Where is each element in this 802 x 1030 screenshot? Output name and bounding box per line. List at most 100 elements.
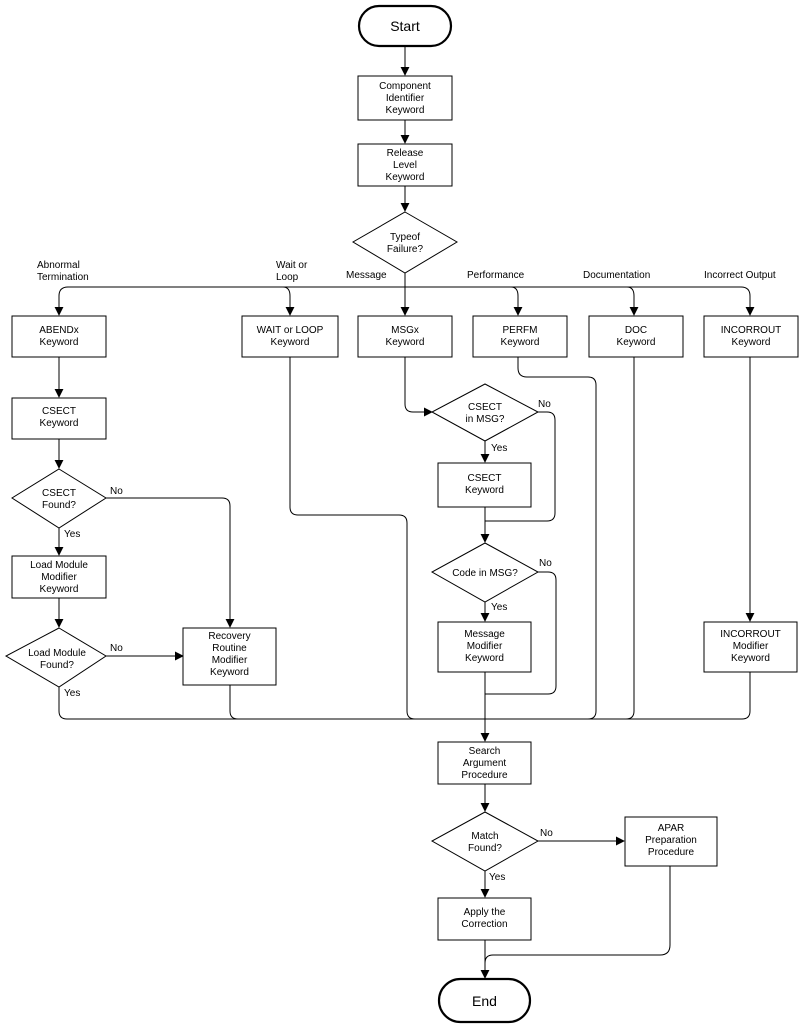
apar-line-3: Procedure xyxy=(648,847,695,858)
apar-line-2: Preparation xyxy=(645,835,697,846)
branch-labels: Abnormal Termination Wait or Loop Messag… xyxy=(37,260,776,283)
csect-mid-line-1: CSECT xyxy=(468,473,502,484)
start-label: Start xyxy=(390,18,420,34)
branch-performance: Performance xyxy=(467,270,525,281)
branch-incorrect-output: Incorrect Output xyxy=(704,270,776,281)
type-failure-line-2: Failure? xyxy=(387,244,424,255)
load-module-found-decision: Load Module Found? xyxy=(4,627,107,688)
code-in-msg-decision: Code in MSG? xyxy=(430,542,540,603)
match-found-line-2: Found? xyxy=(468,843,502,854)
match-found-line-1: Match xyxy=(471,831,498,842)
apar-preparation-box: APAR Preparation Procedure xyxy=(624,816,718,867)
match-found-decision: Match Found? xyxy=(430,811,540,872)
start-terminal: Start xyxy=(357,4,453,48)
csect-in-msg-no: No xyxy=(538,399,551,410)
message-modifier-box: Message Modifier Keyword xyxy=(437,621,532,673)
message-mod-line-2: Modifier xyxy=(467,641,503,652)
search-line-2: Argument xyxy=(463,758,507,769)
loadmodule-found-yes: Yes xyxy=(64,688,80,699)
waitloop-keyword-box: WAIT or LOOP Keyword xyxy=(241,315,339,358)
apply-correction-box: Apply the Correction xyxy=(437,897,532,941)
msgx-line-1: MSGx xyxy=(391,325,419,336)
incorrout-line-1: INCORROUT xyxy=(721,325,782,336)
csect-in-msg-yes: Yes xyxy=(491,443,507,454)
code-in-msg-no: No xyxy=(539,558,552,569)
release-line-3: Keyword xyxy=(386,172,425,183)
release-line-2: Level xyxy=(393,160,417,171)
csect-found-decision: CSECT Found? xyxy=(11,468,107,529)
loadmodule-line-3: Keyword xyxy=(40,584,79,595)
doc-line-1: DOC xyxy=(625,325,647,336)
apply-line-2: Correction xyxy=(461,919,507,930)
type-of-failure-decision: Typeof Failure? xyxy=(352,211,458,274)
perfm-line-2: Keyword xyxy=(501,337,540,348)
apar-line-1: APAR xyxy=(658,823,685,834)
csect-found-yes: Yes xyxy=(64,529,80,540)
branch-waitloop-line-2: Loop xyxy=(276,272,299,283)
incorrout-keyword-box: INCORROUT Keyword xyxy=(703,315,799,358)
code-in-msg-line-1: Code in MSG? xyxy=(452,568,518,579)
csect-keyword-box-middle: CSECT Keyword xyxy=(437,462,532,508)
loadmodule-found-no: No xyxy=(110,643,123,654)
component-line-2: Identifier xyxy=(386,93,425,104)
component-line-3: Keyword xyxy=(386,105,425,116)
release-level-box: Release Level Keyword xyxy=(357,143,453,187)
csect-found-no: No xyxy=(110,486,123,497)
branch-abnormal-line-1: Abnormal xyxy=(37,260,80,271)
message-mod-line-1: Message xyxy=(464,629,505,640)
loadmodule-found-line-2: Found? xyxy=(40,660,74,671)
apply-line-1: Apply the xyxy=(464,907,506,918)
recovery-line-1: Recovery xyxy=(208,631,250,642)
csect-left-line-2: Keyword xyxy=(40,418,79,429)
doc-keyword-box: DOC Keyword xyxy=(588,315,684,358)
abendx-line-1: ABENDx xyxy=(39,325,78,336)
csect-in-msg-line-2: in MSG? xyxy=(466,414,505,425)
recovery-routine-modifier-box: Recovery Routine Modifier Keyword xyxy=(182,627,277,686)
component-identifier-box: Component Identifier Keyword xyxy=(357,75,453,121)
msgx-line-2: Keyword xyxy=(386,337,425,348)
type-failure-line-1: Typeof xyxy=(390,232,420,243)
csect-found-line-1: CSECT xyxy=(42,488,76,499)
csect-found-line-2: Found? xyxy=(42,500,76,511)
message-mod-line-3: Keyword xyxy=(465,653,504,664)
recovery-line-3: Modifier xyxy=(212,655,248,666)
answer-labels: No Yes No Yes No Yes No Yes No Yes xyxy=(64,399,553,883)
end-label: End xyxy=(472,993,497,1009)
incorrout-line-2: Keyword xyxy=(732,337,771,348)
component-line-1: Component xyxy=(379,81,431,92)
incorrout-mod-line-1: INCORROUT xyxy=(720,629,781,640)
search-line-3: Procedure xyxy=(461,770,508,781)
waitloop-line-2: Keyword xyxy=(271,337,310,348)
incorrout-modifier-box: INCORROUT Modifier Keyword xyxy=(703,621,798,673)
msgx-keyword-box: MSGx Keyword xyxy=(357,315,453,358)
match-found-no: No xyxy=(540,828,553,839)
code-in-msg-yes: Yes xyxy=(491,602,507,613)
doc-line-2: Keyword xyxy=(617,337,656,348)
recovery-line-4: Keyword xyxy=(210,667,249,678)
search-line-1: Search xyxy=(469,746,501,757)
connectors xyxy=(54,46,755,979)
perfm-keyword-box: PERFM Keyword xyxy=(472,315,568,358)
release-line-1: Release xyxy=(387,148,424,159)
perfm-line-1: PERFM xyxy=(503,325,538,336)
loadmodule-line-2: Modifier xyxy=(41,572,77,583)
recovery-line-2: Routine xyxy=(212,643,247,654)
branch-message: Message xyxy=(346,270,387,281)
abendx-keyword-box: ABENDx Keyword xyxy=(11,315,107,358)
waitloop-line-1: WAIT or LOOP xyxy=(257,325,324,336)
csect-in-msg-decision: CSECT in MSG? xyxy=(430,383,540,442)
incorrout-mod-line-2: Modifier xyxy=(733,641,769,652)
load-module-modifier-box: Load Module Modifier Keyword xyxy=(11,555,107,599)
branch-abnormal-line-2: Termination xyxy=(37,272,89,283)
branch-documentation: Documentation xyxy=(583,270,650,281)
end-terminal: End xyxy=(437,977,532,1024)
csect-left-line-1: CSECT xyxy=(42,406,76,417)
abendx-line-2: Keyword xyxy=(40,337,79,348)
loadmodule-found-line-1: Load Module xyxy=(28,648,86,659)
match-found-yes: Yes xyxy=(489,872,505,883)
incorrout-mod-line-3: Keyword xyxy=(731,653,770,664)
csect-in-msg-line-1: CSECT xyxy=(468,402,502,413)
csect-keyword-box-left: CSECT Keyword xyxy=(11,397,107,440)
branch-waitloop-line-1: Wait or xyxy=(276,260,308,271)
